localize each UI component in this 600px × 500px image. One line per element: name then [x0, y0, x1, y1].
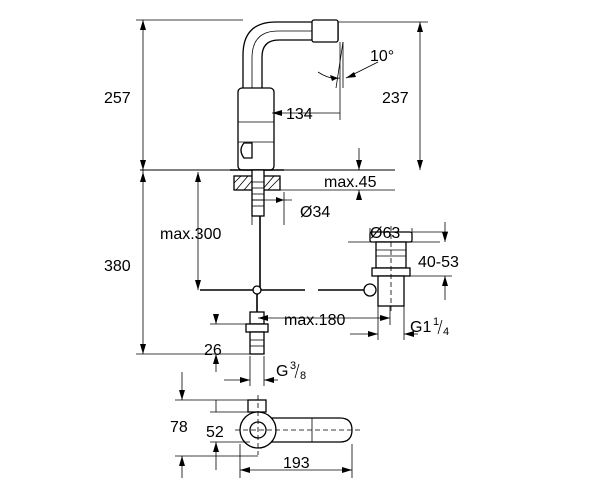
- pop-up-lever: [240, 142, 253, 159]
- dim-total-height: 257: [104, 90, 131, 107]
- faucet-side-view: [230, 19, 339, 171]
- svg-text:G1: G1: [410, 319, 431, 336]
- dim-spout-height: 237: [382, 90, 409, 107]
- waste-assembly: [363, 226, 413, 312]
- svg-text:8: 8: [300, 370, 306, 382]
- dim-waste-thread: G1 1 4: [410, 316, 449, 338]
- dim-max-rod: max.180: [284, 312, 345, 329]
- dim-under-deck: 380: [104, 258, 131, 275]
- dim-plan-center: 52: [206, 424, 224, 441]
- pop-up-rod: [200, 285, 366, 295]
- dim-plan-length: 193: [283, 455, 310, 472]
- dim-max-deck: max.45: [324, 174, 377, 191]
- dim-waste-range: 40-53: [418, 254, 459, 271]
- dim-connection-height: 26: [204, 342, 222, 359]
- dim-plan-depth: 78: [170, 419, 188, 436]
- dim-max-hose: max.300: [160, 226, 221, 243]
- svg-text:1: 1: [433, 316, 439, 328]
- dim-connection-thread: G 3 8: [276, 360, 306, 382]
- dim-spout-angle: 10°: [370, 48, 394, 65]
- svg-text:3: 3: [290, 360, 296, 372]
- dim-waste-head: Ø63: [370, 225, 400, 242]
- dim-deck-hole: Ø34: [300, 204, 330, 221]
- svg-text:G: G: [276, 363, 288, 380]
- plan-view: [235, 395, 360, 455]
- dim-spout-reach: 134: [286, 106, 313, 123]
- svg-text:4: 4: [443, 326, 449, 338]
- shank-and-hose: [245, 169, 269, 355]
